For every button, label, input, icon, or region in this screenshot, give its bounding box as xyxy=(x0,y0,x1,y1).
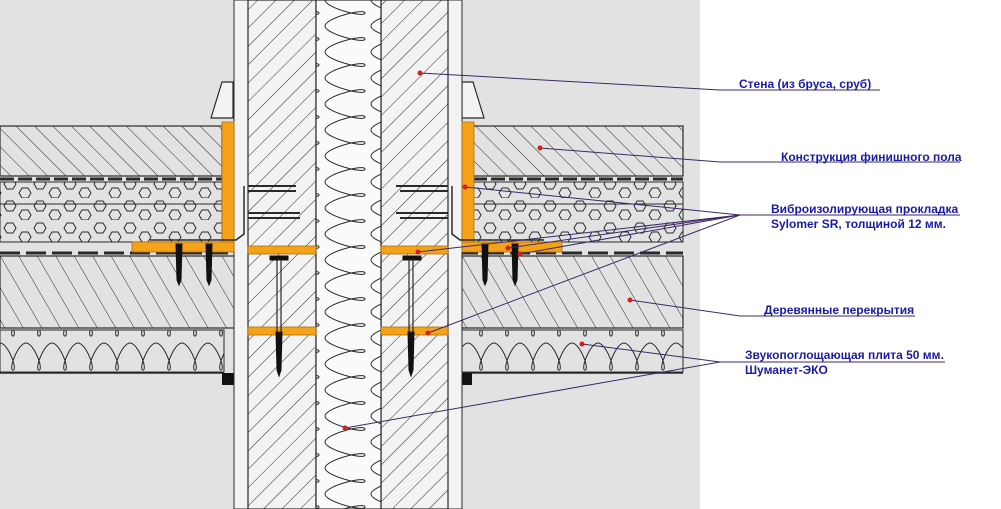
label-sound-absorber-line1: Звукопоглощающая плита 50 мм. xyxy=(745,348,944,362)
label-vibration-pad-line2: Sylomer SR, толщиной 12 мм. xyxy=(771,217,946,231)
screw-shafts xyxy=(276,259,414,333)
callout-dots xyxy=(342,70,633,431)
label-wooden-ceiling-text: Деревянные перекрытия xyxy=(764,303,915,317)
log-wall xyxy=(233,0,463,509)
label-sound-absorber-line2: Шуманет-ЭКО xyxy=(745,363,828,377)
label-sound-absorber: Звукопоглощающая плита 50 мм. Шуманет-ЭК… xyxy=(745,348,944,378)
floor-insulation-layer xyxy=(0,181,684,243)
steel-angle-brackets xyxy=(248,185,448,219)
label-finish-floor: Конструкция финишного пола xyxy=(781,150,962,165)
label-finish-floor-text: Конструкция финишного пола xyxy=(781,150,962,164)
label-wooden-ceiling: Деревянные перекрытия xyxy=(764,303,914,318)
label-wall-text: Стена (из бруса, сруб) xyxy=(739,77,872,91)
label-vibration-pad: Виброизолирующая прокладка Sylomer SR, т… xyxy=(771,202,958,232)
label-wall: Стена (из бруса, сруб) xyxy=(739,77,871,92)
leader-lines xyxy=(344,72,960,429)
label-vibration-pad-line1: Виброизолирующая прокладка xyxy=(771,202,959,216)
screws xyxy=(175,243,519,378)
baseboards xyxy=(210,81,485,119)
l-clips xyxy=(150,186,544,241)
sound-absorbing-board xyxy=(0,329,684,385)
